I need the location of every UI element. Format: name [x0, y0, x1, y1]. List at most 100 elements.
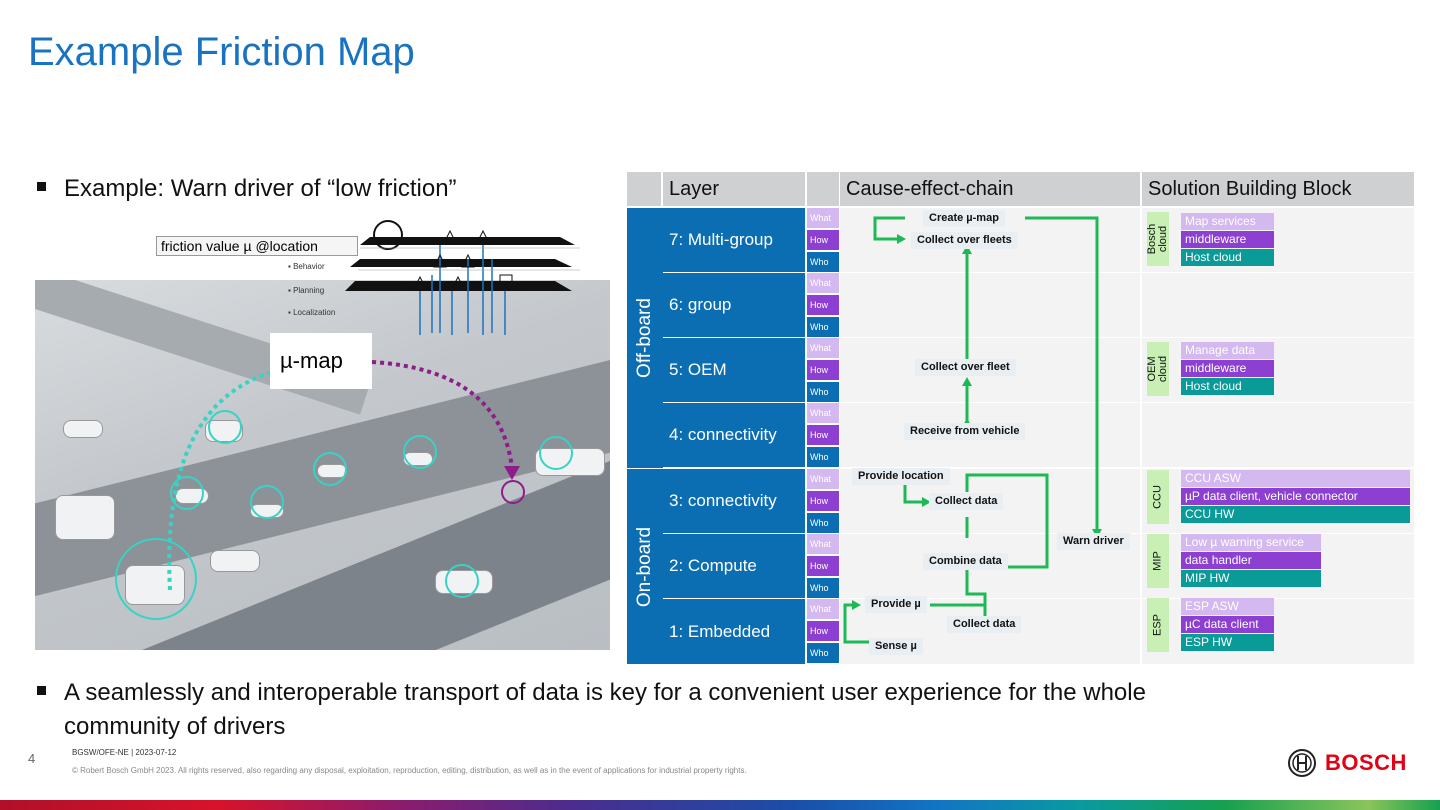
bullet-summary-line2: community of drivers	[64, 713, 286, 740]
what-2: What	[807, 534, 839, 554]
how-5: How	[807, 360, 839, 380]
what-4: What	[807, 403, 839, 423]
sbb-ccu-hw: CCU HW	[1181, 506, 1410, 523]
header-sbb: Solution Building Block	[1142, 172, 1414, 206]
tag-mip: MIP	[1147, 534, 1169, 588]
layer-4: 4: connectivity	[663, 403, 805, 467]
node-collect-data-1: Collect data	[947, 616, 1022, 633]
bullet-marker	[37, 182, 46, 192]
map-pin	[373, 220, 403, 250]
what-3: What	[807, 469, 839, 489]
what-7: What	[807, 208, 839, 228]
how-4: How	[807, 425, 839, 445]
who-5: Who	[807, 382, 839, 402]
bullet-example-text: Example: Warn driver of “low friction”	[64, 175, 457, 202]
page-title: Example Friction Map	[28, 30, 415, 74]
sbb-manage-data: Manage data	[1181, 342, 1274, 359]
header-chain: Cause-effect-chain	[840, 172, 1140, 206]
warning-sign-icon	[413, 275, 427, 290]
friction-value-label: friction value µ @location	[156, 236, 358, 256]
sbb-esp-data-client: µC data client	[1181, 616, 1274, 633]
node-provide-location: Provide location	[852, 468, 950, 485]
arrow-head	[962, 377, 972, 386]
who-6: Who	[807, 317, 839, 337]
tag-esp: ESP	[1147, 598, 1169, 652]
footer-copyright: © Robert Bosch GmbH 2023. All rights res…	[72, 766, 747, 775]
map-layers-graphic	[345, 220, 580, 335]
node-warn-driver: Warn driver	[1057, 533, 1130, 550]
download-arrow-head	[504, 466, 520, 480]
sensor-ring	[403, 435, 437, 469]
layer-list-planning: ▪ Planning	[288, 286, 325, 295]
layer-5: 5: OEM	[663, 338, 805, 402]
bosch-wordmark: BOSCH	[1325, 750, 1407, 775]
arrow-head	[962, 245, 972, 254]
warning-sign-icon	[461, 253, 475, 268]
header-wh	[807, 172, 839, 206]
cause-effect-arrows	[843, 216, 1102, 644]
sensor-ring	[115, 538, 197, 620]
train	[63, 420, 103, 438]
truck	[55, 495, 115, 540]
bosch-armature-icon	[1288, 749, 1316, 777]
who-7: Who	[807, 252, 839, 272]
node-create-mu-map: Create µ-map	[923, 210, 1005, 227]
upload-arrow	[167, 368, 281, 591]
arrow-head	[922, 497, 931, 507]
map-layer	[350, 259, 572, 267]
sbb-esp-asw: ESP ASW	[1181, 598, 1274, 615]
what-6: What	[807, 273, 839, 293]
what-5: What	[807, 338, 839, 358]
warning-sign-icon	[433, 253, 447, 268]
layer-2: 2: Compute	[663, 534, 805, 598]
sensor-ring	[208, 410, 242, 444]
sensor-ring	[170, 476, 204, 510]
arrow-head	[852, 600, 861, 610]
sensor-ring	[445, 564, 479, 598]
warning-sign-icon	[451, 275, 465, 290]
bosch-logo: BOSCH	[1287, 748, 1407, 778]
onboard-group: On-board	[627, 469, 663, 664]
arrow-head	[897, 234, 906, 244]
map-layer	[345, 281, 572, 291]
how-3: How	[807, 491, 839, 511]
how-1: How	[807, 621, 839, 641]
sbb-ccu-data-client: µP data client, vehicle connector	[1181, 488, 1410, 505]
mu-map-label: µ-map	[270, 333, 372, 389]
sbb-low-mu-warning: Low µ warning service	[1181, 534, 1321, 551]
header-layer: Layer	[663, 172, 805, 206]
sbb-ccu-asw: CCU ASW	[1181, 470, 1410, 487]
who-4: Who	[807, 447, 839, 467]
layer-7: 7: Multi-group	[663, 208, 805, 272]
sbb-mip-hw: MIP HW	[1181, 570, 1321, 587]
sbb-map-services: Map services	[1181, 213, 1274, 230]
brand-stripe	[0, 800, 1440, 810]
sensor-ring	[539, 436, 573, 470]
map-layer	[360, 237, 575, 245]
node-provide-mu: Provide µ	[865, 596, 927, 613]
how-7: How	[807, 230, 839, 250]
header-blank	[627, 172, 661, 206]
layer-list-localization: ▪ Localization	[288, 308, 336, 317]
layer-6: 6: group	[663, 273, 805, 337]
bullet-summary: A seamlessly and interoperable transport…	[37, 679, 1417, 741]
node-combine-data: Combine data	[923, 553, 1008, 570]
bullet-summary-line1: A seamlessly and interoperable transport…	[64, 679, 1146, 706]
sign-icon	[499, 274, 513, 288]
how-6: How	[807, 295, 839, 315]
sbb-data-handler: data handler	[1181, 552, 1321, 569]
tag-bosch-cloud: Bosch cloud	[1146, 212, 1169, 266]
offboard-group: Off-board	[627, 208, 663, 468]
who-3: Who	[807, 513, 839, 533]
node-collect-over-fleets: Collect over fleets	[911, 232, 1018, 249]
node-collect-data-3: Collect data	[929, 493, 1004, 510]
sbb-esp-hw: ESP HW	[1181, 634, 1274, 651]
bullet-example: Example: Warn driver of “low friction”	[37, 175, 457, 203]
chain-row-6	[840, 273, 1140, 337]
page-number: 4	[28, 751, 36, 766]
warning-sign-icon	[443, 229, 457, 244]
what-1: What	[807, 599, 839, 619]
sbb-bosch-host-cloud: Host cloud	[1181, 249, 1274, 266]
layer-1: 1: Embedded	[663, 599, 805, 664]
layer-table: Layer Cause-effect-chain Solution Buildi…	[627, 172, 1414, 664]
